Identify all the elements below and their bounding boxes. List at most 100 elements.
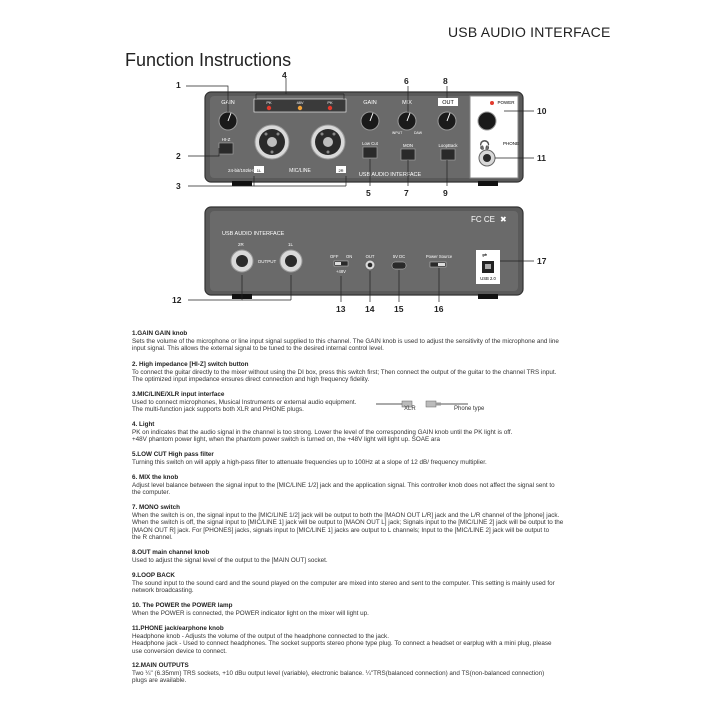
callout-12: 12 xyxy=(172,295,182,305)
callout-15: 15 xyxy=(394,304,404,314)
section-line: Used to connect microphones, Musical Ins… xyxy=(132,398,357,406)
48v-led xyxy=(297,105,303,111)
section-title: 11.PHONE jack/earphone knob xyxy=(132,625,224,632)
pk-left-label: PK xyxy=(266,100,272,105)
cable-illustration xyxy=(376,400,468,408)
mon-label: MON xyxy=(403,143,413,148)
phone-knob xyxy=(477,111,497,131)
cert-marks: FC CE xyxy=(471,215,495,224)
gain-right-label: GAIN xyxy=(363,100,376,106)
section-line: Used to adjust the signal level of the o… xyxy=(132,556,328,564)
callout-6: 6 xyxy=(404,76,409,86)
section-line: The multi-function jack supports both XL… xyxy=(132,406,304,414)
hiz-label: HI-Z xyxy=(222,137,231,142)
pk-right-led xyxy=(327,105,333,111)
indicator-strip xyxy=(253,98,347,113)
section-title: 6. MIX the knob xyxy=(132,474,179,481)
section-title: 8.OUT main channel knob xyxy=(132,549,210,556)
section-line: input signal. This allows the external s… xyxy=(132,345,384,353)
section-hiz: 2. High impedance [HI-Z] switch button T… xyxy=(132,361,592,384)
callout-2: 2 xyxy=(176,151,181,161)
section-power: 10. The POWER the POWER lamp When the PO… xyxy=(132,602,592,617)
section-line: Headphone knob - Adjusts the volume of t… xyxy=(132,632,389,640)
callout-4: 4 xyxy=(282,70,287,80)
section-title: 4. Light xyxy=(132,421,155,428)
ch2-label: 2R xyxy=(338,168,343,173)
section-line: use conversion device to connect. xyxy=(132,647,227,655)
low-cut-button xyxy=(362,146,378,159)
off-label: OFF xyxy=(330,254,339,259)
section-line: When the switch is off, the signal input… xyxy=(132,519,564,527)
xlr-label: XLR xyxy=(404,406,416,412)
section-line: Sets the volume of the microphone or lin… xyxy=(132,337,559,345)
front-panel: GAIN HI-Z PK 48V PK 24-bit/192kHz xyxy=(204,91,524,186)
on-label: ON xyxy=(346,254,352,259)
section-line: Headphone jack - Used to connect headpho… xyxy=(132,640,552,648)
output-jack-1l xyxy=(279,249,303,273)
section-line: Two ¼" (6.35mm) TRS sockets, +10 dBu out… xyxy=(132,669,545,677)
output-label: OUTPUT xyxy=(258,259,277,264)
callout-7: 7 xyxy=(404,188,409,198)
section-mix: 6. MIX the knob Adjust level balance bet… xyxy=(132,474,592,497)
callout-9: 9 xyxy=(443,188,448,198)
power-source-label: Power Source xyxy=(426,254,453,259)
out-1l-label: 1L xyxy=(288,242,294,247)
section-title: 9.LOOP BACK xyxy=(132,572,175,579)
spec-label: 24-bit/192kHz xyxy=(228,168,257,173)
section-title: 7. MONO switch xyxy=(132,504,180,511)
section-line: The sound input to the sound card and th… xyxy=(132,579,555,587)
low-cut-label: Low Cut xyxy=(362,141,379,146)
usb-label: USB 2.0 xyxy=(480,276,496,281)
callout-8: 8 xyxy=(443,76,448,86)
pk-left-led xyxy=(266,105,272,111)
ch1-label: 1L xyxy=(257,168,262,173)
pk-right-label: PK xyxy=(327,100,333,105)
callout-1: 1 xyxy=(176,80,181,90)
section-line: network broadcasting. xyxy=(132,587,194,595)
usb-icon: ⇌ xyxy=(482,252,487,259)
section-line: When the switch is on, the signal input … xyxy=(132,511,560,519)
output-jack-2r xyxy=(230,249,254,273)
callout-11: 11 xyxy=(537,153,546,163)
loopback-button xyxy=(440,148,456,161)
section-title: 3.MIC/LINE/XLR input interface xyxy=(132,391,225,398)
headphone-icon: 🎧 xyxy=(479,139,490,150)
section-mic-line-xlr: 3.MIC/LINE/XLR input interface Used to c… xyxy=(132,391,592,414)
callout-14: 14 xyxy=(365,304,375,314)
section-main-outputs: 12.MAIN OUTPUTS Two ¼" (6.35mm) TRS sock… xyxy=(132,662,592,685)
rear-out-label: OUT xyxy=(366,254,375,259)
section-line: [MAON OUT R] jack. For [PHONES] jacks, s… xyxy=(132,526,550,534)
section-out: 8.OUT main channel knob Used to adjust t… xyxy=(132,549,592,564)
callout-10: 10 xyxy=(537,106,547,116)
dc-label: 5V DC xyxy=(393,254,405,259)
section-title: 10. The POWER the POWER lamp xyxy=(132,602,233,609)
mic-line-label: MIC/LINE xyxy=(289,168,311,174)
document-header: USB AUDIO INTERFACE xyxy=(448,24,611,40)
rear-brand: USB AUDIO INTERFACE xyxy=(222,231,285,237)
section-line: Adjust level balance between the signal … xyxy=(132,481,555,489)
section-gain: 1.GAIN GAIN knob Sets the volume of the … xyxy=(132,330,592,353)
front-brand: USB AUDIO INTERFACE xyxy=(359,172,422,178)
hiz-button xyxy=(218,142,234,155)
section-low-cut: 5.LOW CUT High pass filter Turning this … xyxy=(132,451,592,466)
dc-port xyxy=(391,261,407,270)
out-label: OUT xyxy=(442,100,454,106)
callout-16: 16 xyxy=(434,304,444,314)
section-title: 1.GAIN GAIN knob xyxy=(132,330,188,337)
section-line: To connect the guitar directly to the mi… xyxy=(132,368,557,376)
section-line: PK on indicates that the audio signal in… xyxy=(132,428,513,436)
power-led xyxy=(490,101,494,105)
section-title: 2. High impedance [HI-Z] switch button xyxy=(132,361,249,368)
phone-label: PHONE xyxy=(503,141,519,146)
mon-button xyxy=(400,148,416,161)
callout-5: 5 xyxy=(366,188,371,198)
section-title: 12.MAIN OUTPUTS xyxy=(132,662,189,669)
mix-label: MIX xyxy=(402,100,412,106)
section-loopback: 9.LOOP BACK The sound input to the sound… xyxy=(132,572,592,595)
input-label: INPUT xyxy=(392,131,403,135)
section-title: 5.LOW CUT High pass filter xyxy=(132,451,214,458)
callout-17: 17 xyxy=(537,256,547,266)
rear-panel: USB AUDIO INTERFACE FC CE ✖ 2R 1L OUTPUT… xyxy=(204,206,524,299)
section-line: +48V phantom power light, when the phant… xyxy=(132,436,441,444)
section-line: Turning this switch on will apply a high… xyxy=(132,458,487,466)
